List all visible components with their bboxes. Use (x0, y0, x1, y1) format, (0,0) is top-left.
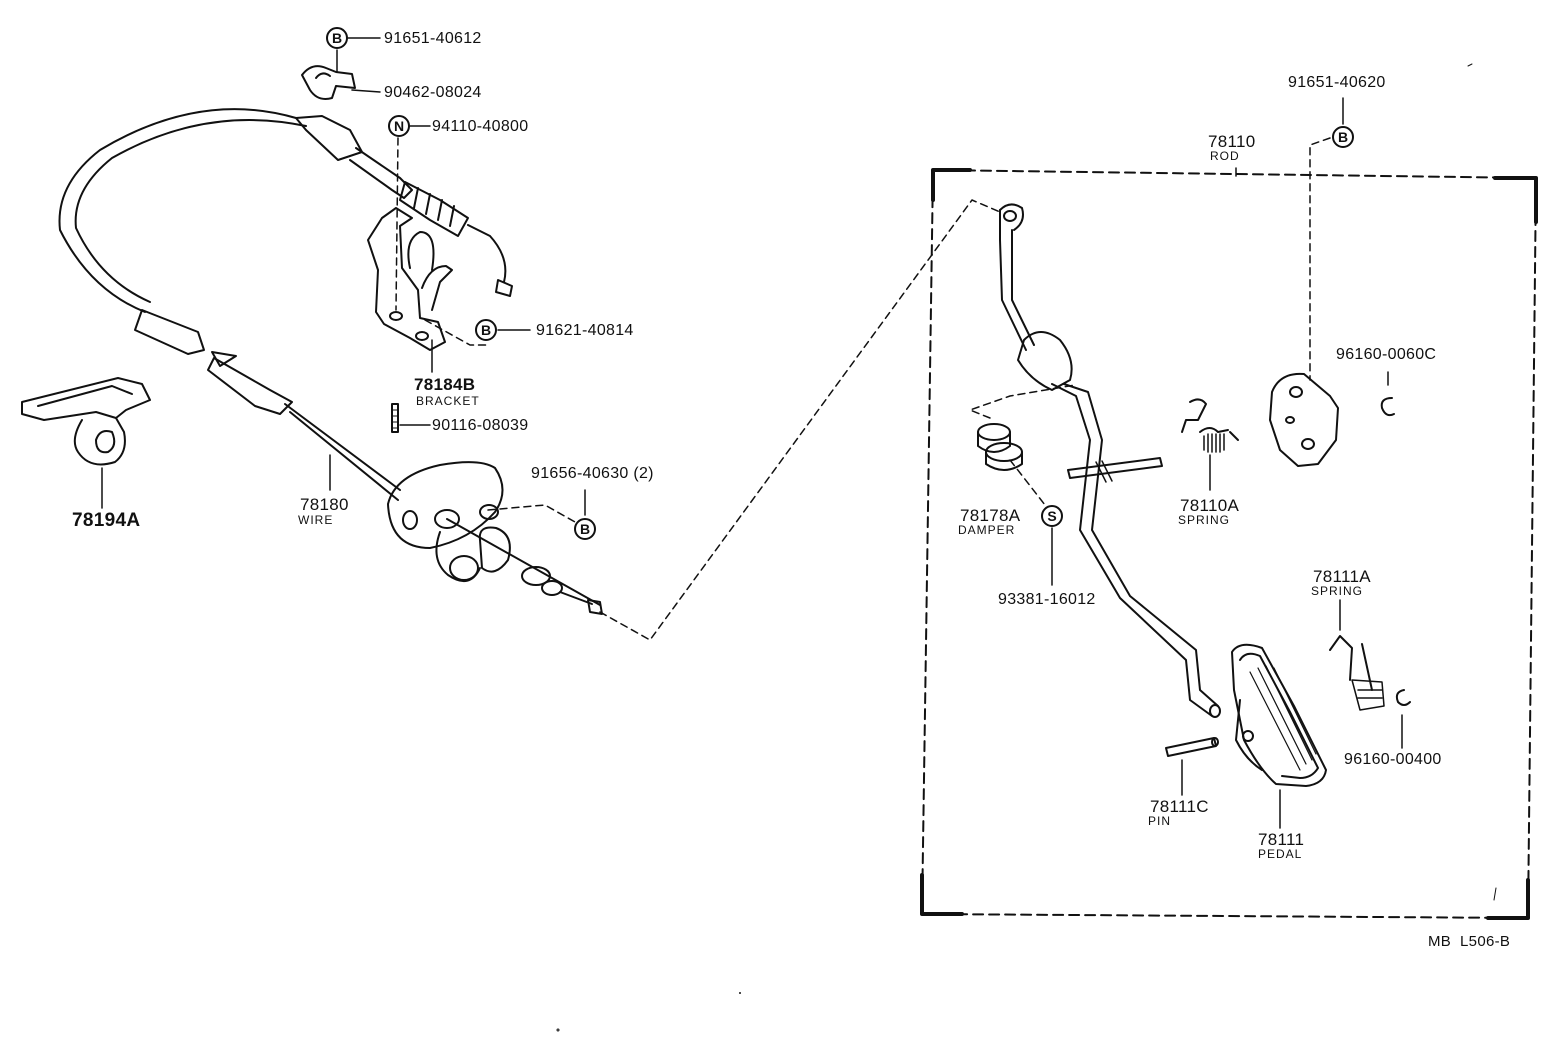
label-90462-08024: 90462-08024 (384, 84, 482, 101)
label-94110-40800: 94110-40800 (432, 118, 529, 135)
badge-s-93381-16012: S (1041, 505, 1063, 527)
label-78110: 78110 (1208, 132, 1256, 151)
label-78111c-name: PIN (1148, 814, 1172, 828)
pin-part (1165, 737, 1219, 757)
spring-part-78111a (1329, 635, 1385, 711)
spring-part-78110a (1181, 398, 1239, 453)
leader-lines (101, 37, 1403, 829)
bolt-part (391, 403, 399, 433)
label-91651-40620: 91651-40620 (1288, 74, 1386, 91)
label-78184b-name: BRACKET (416, 394, 480, 408)
badge-b-91621-40814: B (475, 319, 497, 341)
label-96160-0060c: 96160-0060C (1336, 346, 1437, 363)
dashed-leaders (395, 137, 1331, 641)
assembly-boundary-box (920, 168, 1538, 920)
label-96160-00400: 96160-00400 (1344, 751, 1442, 768)
label-78110-name: ROD (1210, 149, 1240, 163)
badge-b-91651-40620: B (1332, 126, 1354, 148)
bracket-part (367, 207, 453, 351)
accelerator-rod (999, 203, 1221, 718)
badge-n-94110-40800: N (388, 115, 410, 137)
label-78184b: 78184B (414, 375, 476, 394)
label-93381-16012: 93381-16012 (998, 591, 1096, 608)
accelerator-cable (58, 108, 513, 501)
e-clip-96160-00400 (1395, 689, 1411, 706)
label-78111-name: PEDAL (1258, 847, 1303, 861)
clamp-part (21, 377, 151, 466)
label-78178a: 78178A (960, 506, 1021, 525)
pivot-shaft (1067, 457, 1163, 483)
label-78194a: 78194A (72, 510, 141, 531)
diagram-code: MB L506-B (1428, 933, 1511, 950)
label-78111a-name: SPRING (1311, 584, 1364, 598)
label-78180-name: WIRE (298, 513, 334, 527)
cable-grommet-assembly (387, 461, 603, 615)
mounting-plate (1269, 372, 1339, 467)
pedal-part (1231, 643, 1327, 787)
badge-b-91656-40630: B (574, 518, 596, 540)
badge-b-91651-40612: B (326, 27, 348, 49)
label-78180: 78180 (300, 495, 349, 514)
damper-part (977, 423, 1023, 471)
e-clip-96160-0060c (1380, 397, 1395, 417)
scan-specks (556, 63, 1497, 1032)
label-78111: 78111 (1258, 830, 1305, 849)
label-91621-40814: 91621-40814 (536, 322, 634, 339)
label-78111a: 78111A (1313, 567, 1371, 586)
label-78111c: 78111C (1150, 797, 1209, 816)
label-91656-40630: 91656-40630 (2) (531, 465, 654, 482)
label-78178a-name: DAMPER (958, 523, 1016, 537)
label-78110a-name: SPRING (1178, 513, 1231, 527)
clip-part (301, 65, 356, 100)
label-90116-08039: 90116-08039 (432, 417, 529, 434)
label-78110a: 78110A (1180, 496, 1240, 515)
label-91651-40612: 91651-40612 (384, 30, 482, 47)
